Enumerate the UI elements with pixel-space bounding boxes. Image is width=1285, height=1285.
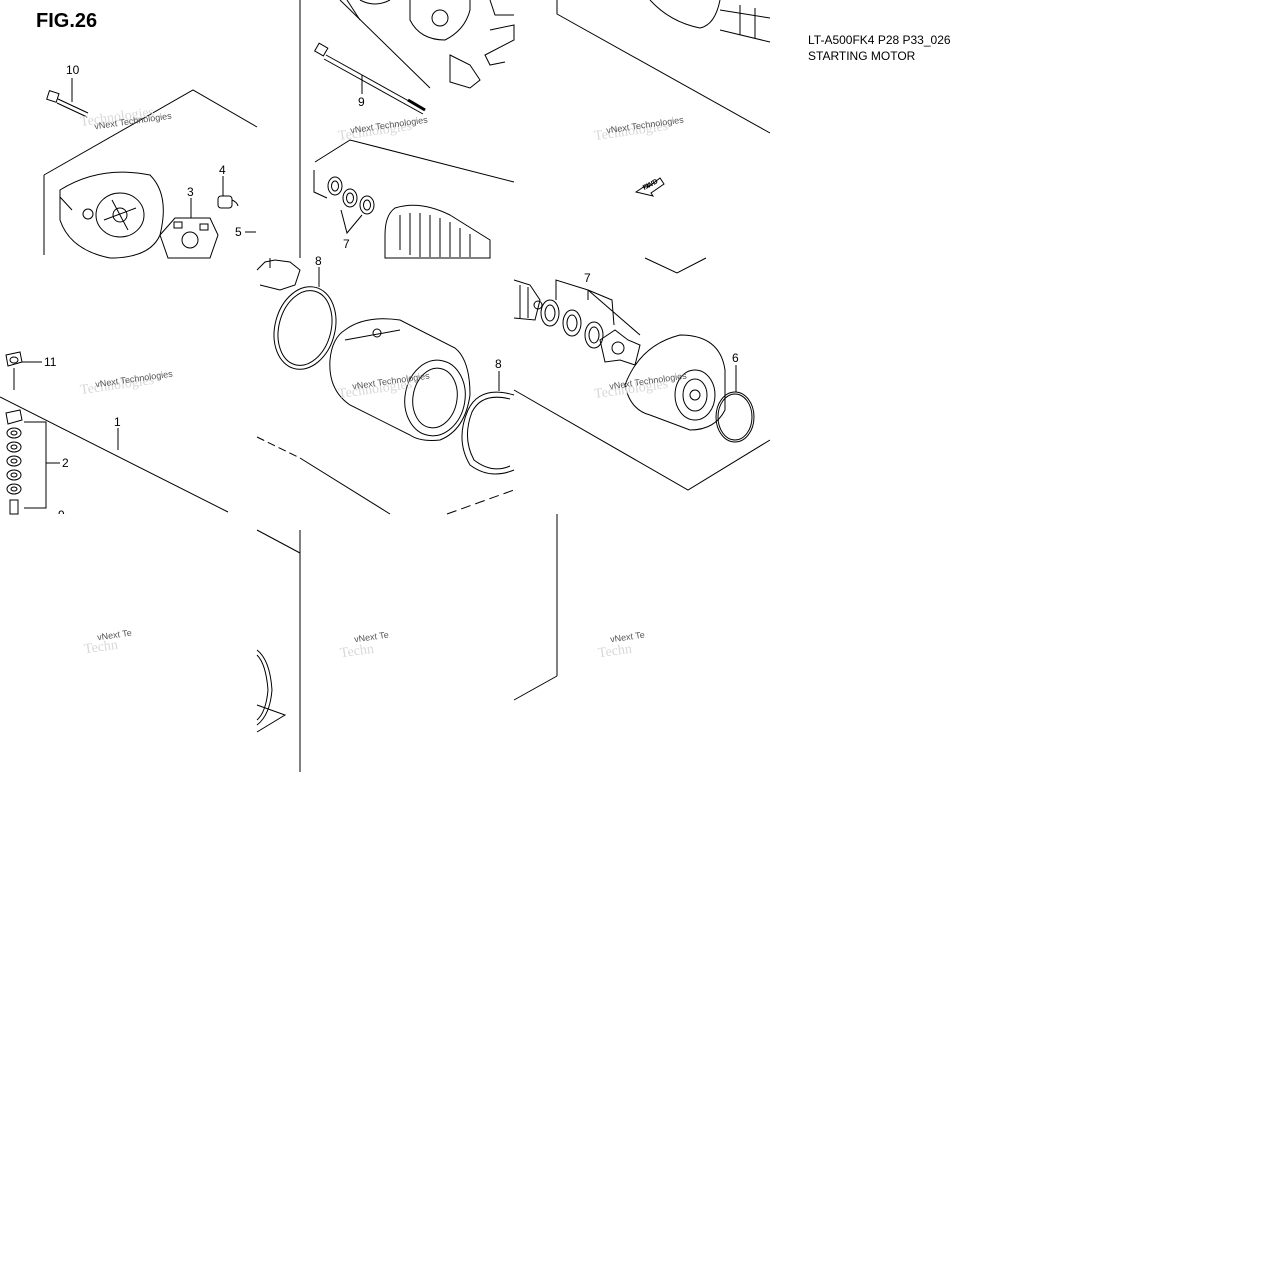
frame-line [513,389,771,491]
armature-center [384,204,491,259]
leader-line [587,289,641,336]
frame-line [446,489,515,515]
frame-line [556,0,771,134]
leader-line [24,421,47,509]
o-ring-part-8a [273,286,337,370]
callout-9: 9 [358,95,365,109]
tile-edge-mask [50,514,80,534]
callout-6: 6 [732,351,739,365]
frame-line [256,529,301,554]
frame-line [339,0,431,89]
yoke-housing [329,318,471,441]
callout-5: 5 [235,225,242,239]
callout-7a: 7 [343,237,350,251]
callout-3: 3 [187,185,194,199]
frame-line [0,396,229,513]
frame-line [314,139,515,183]
callout-8a: 8 [315,254,322,268]
o-ring-part-6 [715,391,755,443]
through-bolt-part-9 [313,42,426,115]
frame-line [513,675,558,701]
frame-line [299,457,391,515]
o-ring-fragment [256,649,287,733]
nut-part-11 [5,351,23,367]
terminal-stud [256,258,301,291]
frame-line [313,170,328,199]
callout-8b: 8 [495,357,502,371]
armature-shaft [513,279,543,321]
leader-line [555,279,589,300]
washers-part-7a [327,176,375,215]
callout-10: 10 [66,63,80,77]
front-cover [624,334,726,431]
frame-line [256,436,301,459]
figure-title: FIG.26 [36,10,98,32]
terminal-set-part-2 [5,409,23,515]
callout-4: 4 [219,163,226,177]
brush-assembly-top [359,0,515,89]
bolt-part-10 [46,90,89,118]
callout-7b: 7 [584,271,591,285]
frame-line [43,89,258,176]
leader-line [587,289,615,326]
frame-line [644,257,707,274]
brush-spring-part-4 [217,195,239,209]
callout-11: 11 [44,355,57,369]
fwd-arrow-icon [634,177,665,197]
washers-part-7b [540,299,641,366]
leader-line [340,209,363,235]
figure-ref-code: LT-A500FK4 P28 P33_026 [808,33,951,47]
callout-2: 2 [62,456,69,470]
brush-holder-part-3 [159,217,219,259]
o-ring-part-8b [461,391,515,475]
frame-line [346,0,361,21]
rear-cover [59,171,164,259]
callout-1: 1 [114,415,121,429]
armature-top [649,0,771,43]
figure-ref-name: STARTING MOTOR [808,49,916,60]
